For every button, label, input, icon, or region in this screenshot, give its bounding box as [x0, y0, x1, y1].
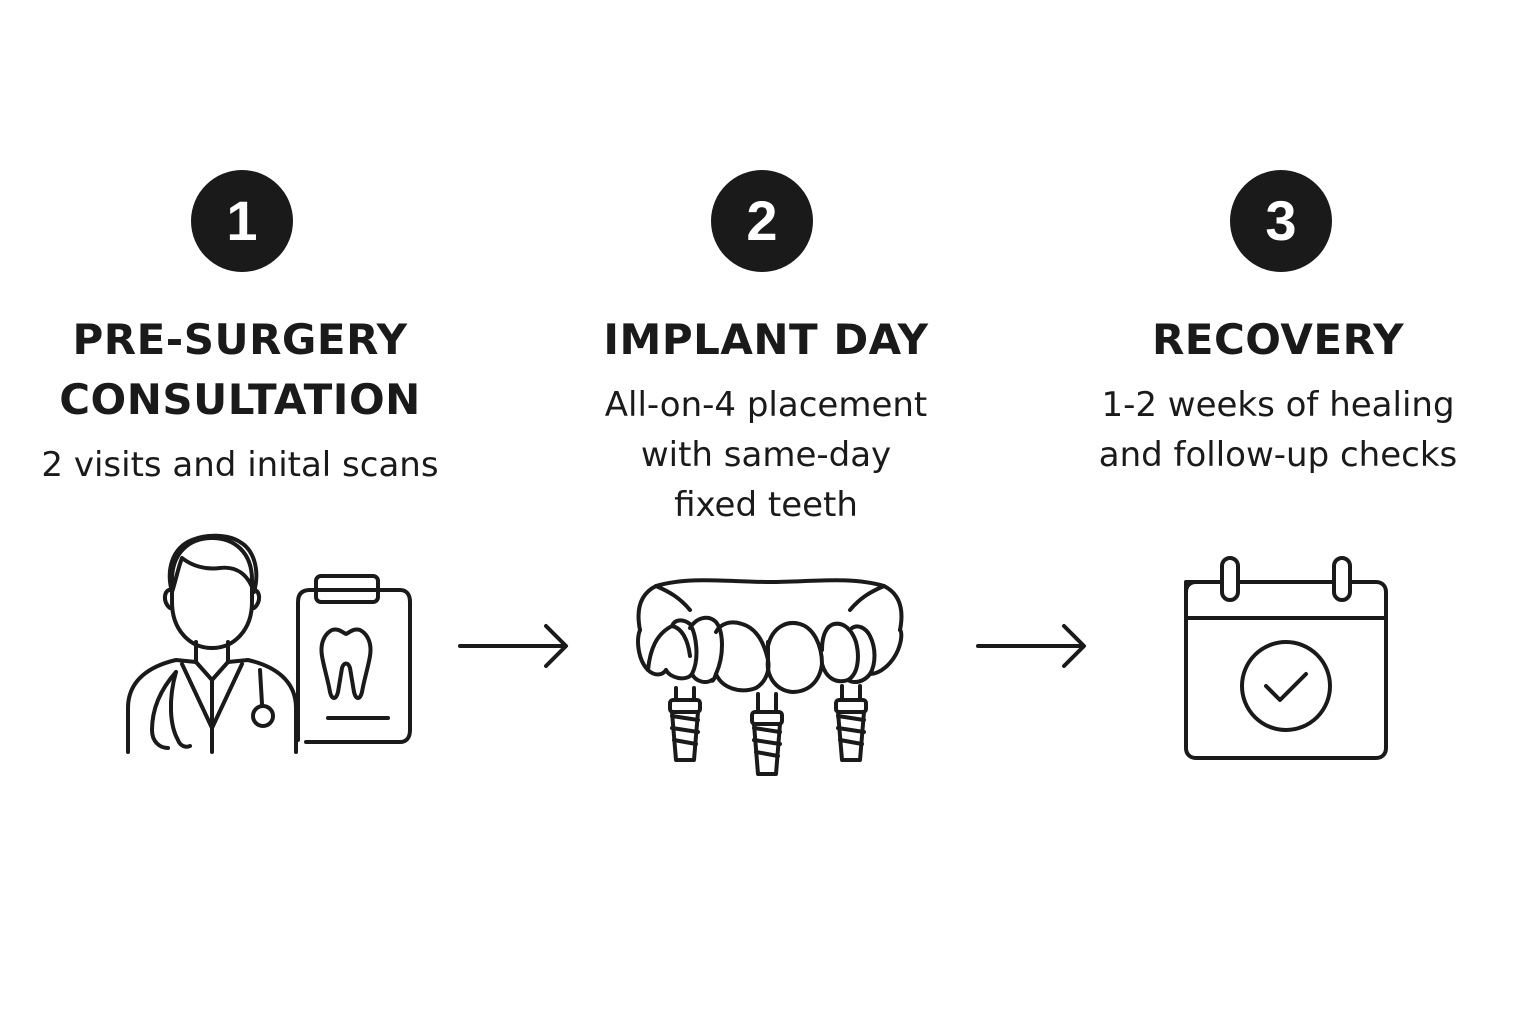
step-description-line: and follow-up checks	[1098, 435, 1458, 475]
arrow-right-icon	[976, 624, 1086, 668]
step-description-line: fixed teeth	[674, 485, 858, 525]
doctor-with-tooth-clipboard-icon	[126, 533, 412, 754]
step-number-badge: 1	[191, 170, 293, 272]
step-title-line: RECOVERY	[1151, 315, 1405, 364]
step-description: 1-2 weeks of healing and follow-up check…	[1018, 380, 1536, 480]
step-number-badge: 2	[711, 170, 813, 272]
step-title-line: PRE-SURGERY	[72, 315, 408, 364]
step-description-line: 1-2 weeks of healing	[1101, 385, 1455, 425]
dental-implant-bridge-icon	[636, 578, 904, 776]
step-title: RECOVERY	[1018, 310, 1536, 370]
step-title-line: CONSULTATION	[59, 375, 421, 424]
step-description: 2 visits and inital scans	[0, 440, 500, 490]
step-title: PRE-SURGERY CONSULTATION	[0, 310, 500, 430]
step-title: IMPLANT DAY	[506, 310, 1026, 370]
step-description-line: with same-day	[640, 435, 892, 475]
step-description-line: All-on-4 placement	[604, 385, 928, 425]
arrow-right-icon	[458, 624, 568, 668]
step-description: All-on-4 placement with same-day fixed t…	[506, 380, 1026, 530]
calendar-check-icon	[1184, 556, 1388, 760]
step-number-badge: 3	[1230, 170, 1332, 272]
step-title-line: IMPLANT DAY	[603, 315, 929, 364]
step-description-line: 2 visits and inital scans	[41, 445, 439, 485]
